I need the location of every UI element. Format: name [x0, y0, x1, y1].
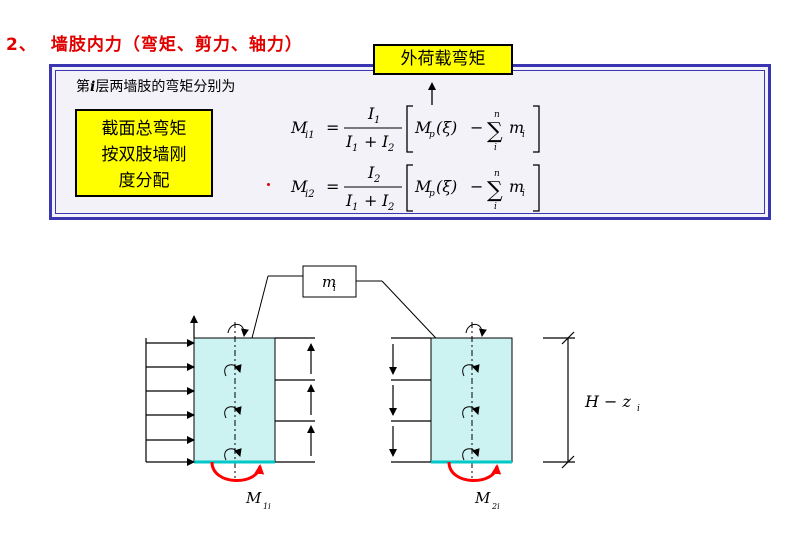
left-wall-limb: [190, 315, 276, 478]
svg-text:−: −: [470, 177, 483, 196]
right-wall-limb: [430, 322, 513, 478]
svg-text:+: +: [364, 132, 377, 151]
svg-text:i: i: [494, 202, 497, 212]
lateral-load-arrows: [145, 338, 195, 466]
svg-text:M: M: [245, 489, 262, 507]
svg-text:1: 1: [352, 143, 358, 154]
svg-text:∑: ∑: [487, 119, 503, 144]
svg-text:M: M: [414, 177, 432, 196]
svg-text:M: M: [474, 489, 491, 507]
svg-text:1: 1: [352, 202, 358, 213]
m1i-label: M 1i: [245, 489, 271, 511]
svg-text:H − z: H − z: [584, 392, 632, 411]
section-heading: 2、墙肢内力（弯矩、剪力、轴力）: [6, 30, 303, 55]
svg-text:p: p: [429, 130, 435, 140]
svg-text:(ξ): (ξ): [436, 118, 457, 137]
external-moment-callout: 外荷载弯矩: [373, 44, 513, 75]
svg-text:M: M: [290, 118, 308, 137]
svg-text:I: I: [367, 163, 375, 182]
formula-intro: 第i层两墙肢的弯矩分别为: [76, 79, 236, 95]
svg-text:−: −: [470, 118, 483, 137]
svg-text:M: M: [290, 177, 308, 196]
bullet-dot: [267, 183, 270, 186]
mi-label-box: m i: [302, 265, 357, 298]
svg-text:i: i: [522, 189, 525, 199]
right-wall-shear-arrows: [389, 337, 431, 463]
svg-text:i1: i1: [305, 130, 315, 141]
svg-text:m: m: [509, 118, 524, 137]
svg-text:I: I: [381, 132, 389, 151]
svg-text:i: i: [494, 143, 497, 153]
left-wall-shear-arrows: [275, 337, 315, 463]
callout-pointer-arrowhead: [428, 82, 436, 90]
equation-mi2: M i2 = I 2 I 1 + I 2 M p (ξ) − ∑ n i m i: [290, 163, 540, 213]
svg-text:=: =: [326, 118, 339, 137]
svg-text:2i: 2i: [491, 502, 500, 511]
svg-text:2: 2: [387, 143, 394, 154]
svg-text:(ξ): (ξ): [436, 177, 457, 196]
right-wall-moment-curls: [462, 323, 487, 461]
svg-text:I: I: [345, 191, 353, 210]
svg-text:2: 2: [373, 174, 380, 185]
height-label: H − z i: [584, 392, 640, 414]
moment-distribution-note: 截面总弯矩 按双肢墙刚 度分配: [75, 109, 213, 197]
svg-text:∑: ∑: [487, 178, 503, 203]
svg-text:n: n: [494, 169, 500, 179]
svg-text:I: I: [367, 104, 375, 123]
svg-text:n: n: [494, 110, 500, 120]
height-dimension: [543, 331, 575, 469]
svg-text:M: M: [414, 118, 432, 137]
section-number: 2、: [6, 35, 37, 55]
m2i-label: M 2i: [474, 489, 500, 511]
right-base-moment-arrow: [447, 461, 502, 482]
left-base-moment-arrow: [210, 461, 265, 482]
svg-text:p: p: [429, 189, 435, 199]
svg-text:m: m: [509, 177, 524, 196]
svg-text:i: i: [333, 284, 336, 294]
svg-text:I: I: [381, 191, 389, 210]
section-title: 墙肢内力（弯矩、剪力、轴力）: [50, 35, 303, 55]
svg-text:1: 1: [374, 115, 380, 126]
svg-text:+: +: [364, 191, 377, 210]
svg-text:i: i: [522, 130, 525, 140]
svg-text:=: =: [326, 177, 339, 196]
svg-text:i2: i2: [305, 189, 315, 200]
equation-mi1: M i1 = I 1 I 1 + I 2 M p (ξ) − ∑ n i m i: [290, 104, 540, 154]
svg-text:m: m: [322, 273, 336, 291]
left-wall-moment-curls: [224, 323, 249, 461]
svg-text:I: I: [345, 132, 353, 151]
svg-text:2: 2: [387, 202, 394, 213]
svg-text:i: i: [637, 404, 640, 414]
svg-text:1i: 1i: [263, 502, 271, 511]
